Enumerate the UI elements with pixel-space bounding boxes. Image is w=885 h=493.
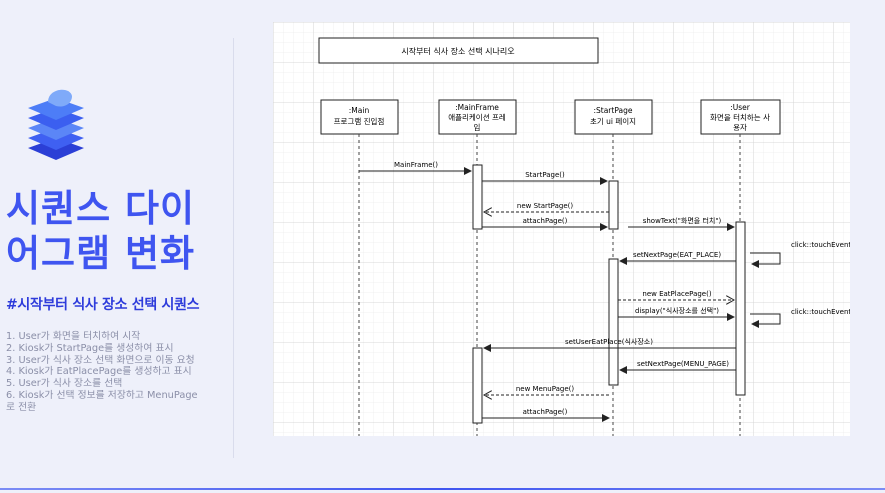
- steps-list: 1. User가 화면을 터치하여 시작 2. Kiosk가 StartPage…: [6, 331, 238, 414]
- lifeline-user-desc2: 용자: [733, 123, 747, 132]
- message-setnext-eat-label: setNextPage(EAT_PLACE): [633, 251, 721, 259]
- activation-startpage-1: [608, 180, 619, 230]
- message-click-2-arrow: [750, 313, 781, 328]
- activation-mainframe-1: [472, 164, 483, 230]
- message-setnext-menu-label: setNextPage(MENU_PAGE): [637, 360, 729, 368]
- step-item: 1. User가 화면을 터치하여 시작: [6, 331, 141, 342]
- lifeline-mainframe-box: [438, 99, 517, 135]
- sequence-diagram: 시작부터 식사 장소 선택 시나리오 :Main 프로그램 진입점 :MainF…: [273, 22, 857, 436]
- message-click-2-label: click::touchEvent(): [791, 308, 850, 316]
- step-item: 5. User가 식사 장소를 선택: [6, 378, 123, 390]
- message-attachpage-2-label: attachPage(): [523, 408, 568, 416]
- lifeline-mainframe-desc2: 임: [474, 123, 481, 132]
- lifeline-startpage-box: [574, 99, 653, 135]
- message-attachpage-1-label: attachPage(): [523, 217, 568, 225]
- sequence-diagram-panel: 시작부터 식사 장소 선택 시나리오 :Main 프로그램 진입점 :MainF…: [273, 22, 857, 436]
- slide-subtitle: #시작부터 식사 장소 선택 시퀀스: [6, 297, 200, 313]
- lifeline-mainframe-name: :MainFrame: [455, 103, 499, 112]
- message-new-menupage-label: new MenuPage(): [516, 385, 575, 393]
- activation-user: [735, 221, 746, 396]
- step-item: 4. Kiosk가 EatPlacePage를 생성하고 표시: [6, 366, 192, 378]
- vertical-divider: [233, 38, 234, 458]
- slide-title-line2: 어그램 변화: [6, 232, 196, 275]
- message-mainframe-label: MainFrame(): [394, 161, 438, 169]
- lifeline-user-name: :User: [730, 103, 751, 112]
- message-setusereat-label: setUserEatPlace(식사장소): [565, 337, 653, 346]
- activation-mainframe-2: [472, 347, 483, 424]
- step-item: 6. Kiosk가 선택 정보를 저장하고 MenuPage: [6, 389, 198, 401]
- step-item: 로 전환: [6, 401, 37, 413]
- slide-title-line1: 시퀀스 다이: [6, 187, 196, 230]
- activation-startpage-2: [608, 258, 619, 386]
- diagram-title-box: [318, 37, 599, 64]
- message-new-eatplace-label: new EatPlacePage(): [642, 290, 711, 298]
- slide-title: 시퀀스 다이 어그램 변화: [6, 186, 226, 276]
- lifeline-mainframe-desc: 애플리케이션 프레: [448, 112, 506, 122]
- step-item: 2. Kiosk가 StartPage를 생성하여 표시: [6, 342, 174, 354]
- lifeline-startpage-desc: 초기 ui 페이지: [590, 116, 636, 126]
- bottom-accent-line: [0, 488, 885, 490]
- message-click-1-label: click::touchEvent(): [791, 241, 850, 249]
- lifeline-main-name: :Main: [349, 106, 370, 115]
- diagram-title: 시작부터 식사 장소 선택 시나리오: [401, 46, 514, 56]
- message-showtext-label: showText("화면을 터치"): [643, 216, 722, 225]
- step-item: 3. User가 식사 장소 선택 화면으로 이동 요청: [6, 354, 195, 366]
- stacked-layers-logo-icon: [28, 89, 84, 160]
- message-display-label: display("식사장소를 선택"): [635, 306, 719, 315]
- message-new-startpage-label: new StartPage(): [517, 202, 573, 210]
- message-click-1-arrow: [750, 252, 781, 268]
- lifeline-startpage-name: :StartPage: [593, 106, 632, 115]
- lifeline-user-box: [700, 99, 781, 135]
- lifeline-main-desc: 프로그램 진입점: [334, 116, 385, 126]
- lifeline-user-desc: 화면을 터치하는 사: [710, 112, 770, 122]
- message-startpage-label: StartPage(): [525, 171, 565, 179]
